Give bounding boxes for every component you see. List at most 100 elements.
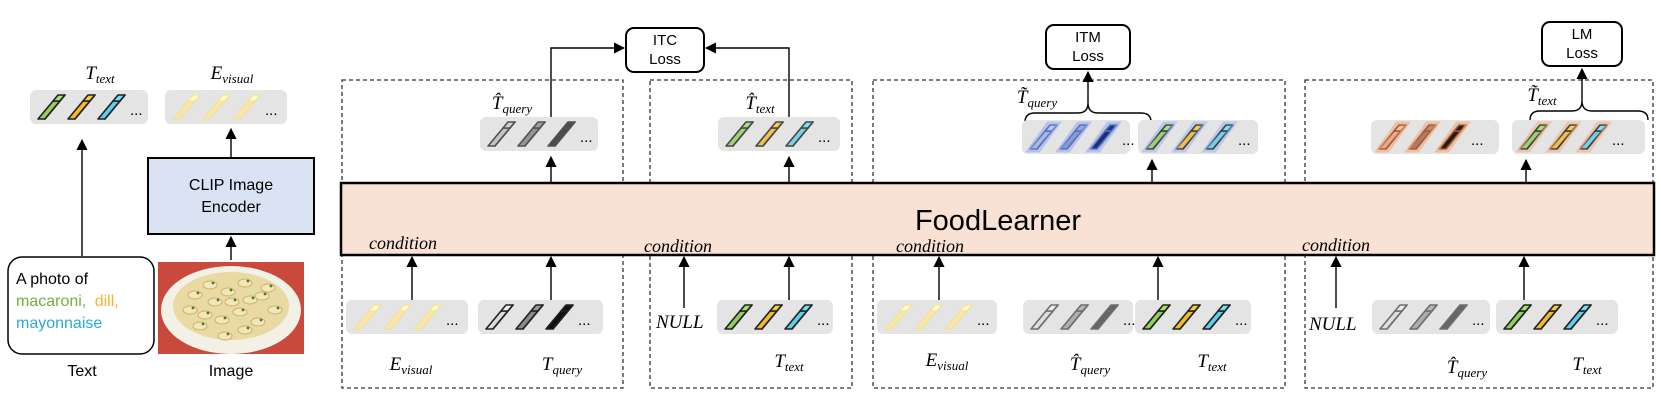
encoder-line-1: CLIP Image: [189, 177, 273, 194]
ellipsis: ...: [446, 312, 459, 329]
itm-loss-line1: ITM: [1075, 29, 1101, 46]
itm-loss-line2: Loss: [1072, 48, 1104, 65]
foodlearner-band: [339, 181, 1656, 257]
token-block: [37, 94, 66, 120]
ellipsis: ...: [1238, 132, 1251, 149]
t-text-label-s4: Ttext: [1572, 354, 1602, 377]
food-image: [158, 262, 304, 354]
ellipsis: ...: [1235, 312, 1248, 329]
t-hat-query-label-s3: T̂query: [1070, 354, 1110, 377]
ellipsis: ...: [130, 102, 143, 119]
token-block: [517, 121, 546, 147]
caption-line-1: A photo of: [16, 271, 89, 288]
e-visual-label-input: Evisual: [210, 63, 254, 86]
lm-loss-line1: LM: [1572, 26, 1593, 43]
token-block: [784, 304, 813, 330]
token-block: [1515, 121, 1552, 153]
ellipsis: ...: [1596, 312, 1609, 329]
t-tilde-query-label: T̃query: [1017, 87, 1057, 110]
token-block: [172, 94, 201, 120]
token-block: [944, 304, 973, 330]
token-block: [914, 304, 943, 330]
token-block: [1409, 304, 1438, 330]
token-block: [724, 304, 753, 330]
condition-label-4: condition: [1302, 235, 1370, 255]
token-block: [1025, 121, 1062, 153]
token-block: [1090, 304, 1119, 330]
null-label-1: NULL: [655, 312, 704, 333]
token-block: [1171, 121, 1208, 153]
token-block: [413, 304, 442, 330]
null-label-2: NULL: [1308, 314, 1357, 335]
token-block: [545, 304, 574, 330]
caption-word-macaroni: macaroni,: [16, 293, 86, 310]
token-block: [547, 121, 576, 147]
itm-loss-box: [1045, 24, 1131, 70]
e-visual-label-s1: Evisual: [389, 354, 433, 377]
ellipsis: ...: [578, 312, 591, 329]
token-block: [1172, 304, 1201, 330]
t-tilde-text-label: T̃text: [1527, 85, 1557, 108]
ellipsis: ...: [580, 129, 593, 146]
t-text-label-s2: Ttext: [774, 351, 804, 374]
token-block: [1201, 121, 1238, 153]
ellipsis: ...: [1122, 132, 1135, 149]
t-query-label-s1: Tquery: [542, 354, 582, 377]
ellipsis: ...: [817, 312, 830, 329]
condition-label-2: condition: [644, 236, 712, 256]
token-block: [515, 304, 544, 330]
token-block: [1404, 121, 1441, 153]
token-block: [1563, 304, 1592, 330]
section-itm: [872, 79, 1286, 389]
connectors: [76, 42, 1649, 310]
ellipsis: ...: [265, 102, 278, 119]
token-block: [1030, 304, 1059, 330]
token-block: [884, 304, 913, 330]
token-block: [353, 304, 382, 330]
ellipsis: ...: [818, 129, 831, 146]
itc-loss-line2: Loss: [649, 51, 681, 68]
token-block: [1060, 304, 1089, 330]
token-block: [97, 94, 126, 120]
token-block: [1142, 304, 1171, 330]
token-block: [1439, 304, 1468, 330]
token-group: [1512, 120, 1645, 154]
token-block: [67, 94, 96, 120]
token-block: [487, 121, 516, 147]
t-hat-query-label-s4: T̂query: [1447, 357, 1487, 380]
token-block: [1141, 121, 1178, 153]
token-block: [1085, 121, 1122, 153]
ellipsis: ...: [1612, 132, 1625, 149]
token-block: [1575, 121, 1612, 153]
token-block: [1374, 121, 1411, 153]
e-visual-label-s3: Evisual: [925, 350, 969, 373]
caption-line-3: mayonnaise: [16, 315, 102, 332]
token-block: [754, 304, 783, 330]
token-block: [1379, 304, 1408, 330]
token-block: [1202, 304, 1231, 330]
t-text-label-s3: Ttext: [1197, 351, 1227, 374]
t-text-label-input: Ttext: [85, 63, 115, 86]
t-hat-query-label-top: T̂query: [492, 93, 532, 116]
image-label: Image: [209, 363, 254, 380]
itc-loss-line1: ITC: [653, 32, 677, 49]
token-block: [755, 121, 784, 147]
encoder-line-2: Encoder: [201, 199, 261, 216]
lm-loss-line2: Loss: [1566, 45, 1598, 62]
caption-line-2: macaroni, dill,: [16, 293, 119, 310]
ellipsis: ...: [1472, 312, 1485, 329]
token-block: [1055, 121, 1092, 153]
itc-loss-box: [625, 27, 705, 73]
text-label: Text: [67, 363, 97, 380]
lm-loss-box: [1541, 21, 1623, 67]
caption-word-dill: dill,: [95, 293, 119, 310]
ellipsis: ...: [1471, 132, 1484, 149]
token-block: [1533, 304, 1562, 330]
caption-box: [7, 256, 155, 355]
token-block: [383, 304, 412, 330]
condition-label-3: condition: [896, 236, 964, 256]
ellipsis: ...: [1123, 312, 1136, 329]
t-hat-text-label-top: T̂text: [745, 93, 775, 116]
token-block: [202, 94, 231, 120]
